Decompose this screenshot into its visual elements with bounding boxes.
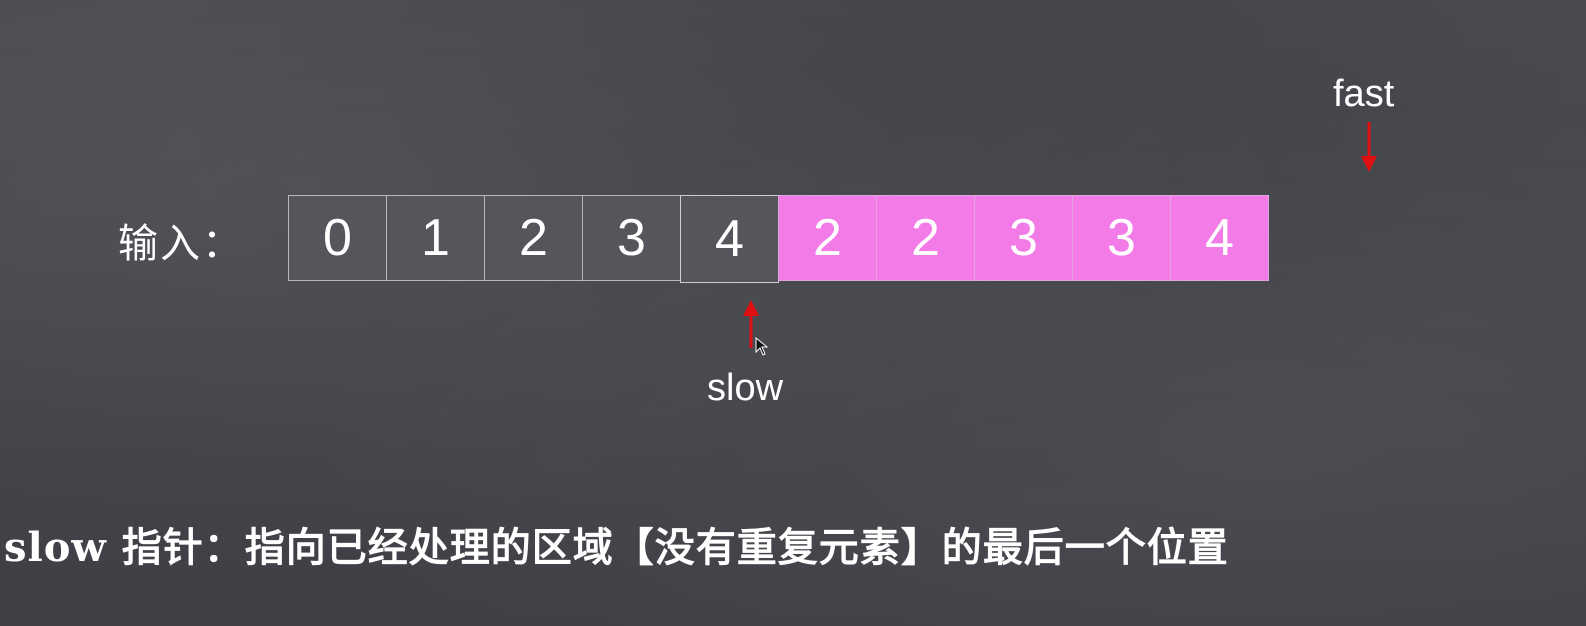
cell-value: 2	[911, 209, 940, 267]
input-label: 输入：	[118, 221, 244, 267]
cell-value: 1	[421, 209, 450, 267]
array-cell: 2	[778, 195, 877, 281]
cell-value: 2	[813, 209, 842, 267]
array: 0 1 2 3 4 2 2 3 3 4	[288, 195, 1269, 283]
cell-value: 3	[1009, 209, 1038, 267]
array-cell: 0	[288, 195, 387, 281]
slow-up-arrow-icon	[743, 300, 759, 348]
array-cell: 1	[386, 195, 485, 281]
cell-value: 3	[1107, 209, 1136, 267]
cell-value: 4	[715, 210, 744, 268]
mouse-cursor-icon	[755, 337, 769, 356]
fast-down-arrow-icon	[1361, 122, 1377, 172]
array-cell: 2	[484, 195, 583, 281]
cell-value: 2	[519, 209, 548, 267]
cell-value: 0	[323, 209, 352, 267]
array-cell: 2	[876, 195, 975, 281]
array-cell: 3	[582, 195, 681, 281]
cell-value: 4	[1205, 209, 1234, 267]
array-cell: 4	[1170, 195, 1269, 281]
array-cell: 4	[680, 195, 779, 283]
caption: slow 指针：指向已经处理的区域【没有重复元素】的最后一个位置	[4, 524, 1229, 571]
fast-pointer-label: fast	[1333, 73, 1395, 115]
cell-value: 3	[617, 209, 646, 267]
slow-pointer-label: slow	[707, 367, 784, 409]
array-cell: 3	[974, 195, 1073, 281]
array-cell: 3	[1072, 195, 1171, 281]
